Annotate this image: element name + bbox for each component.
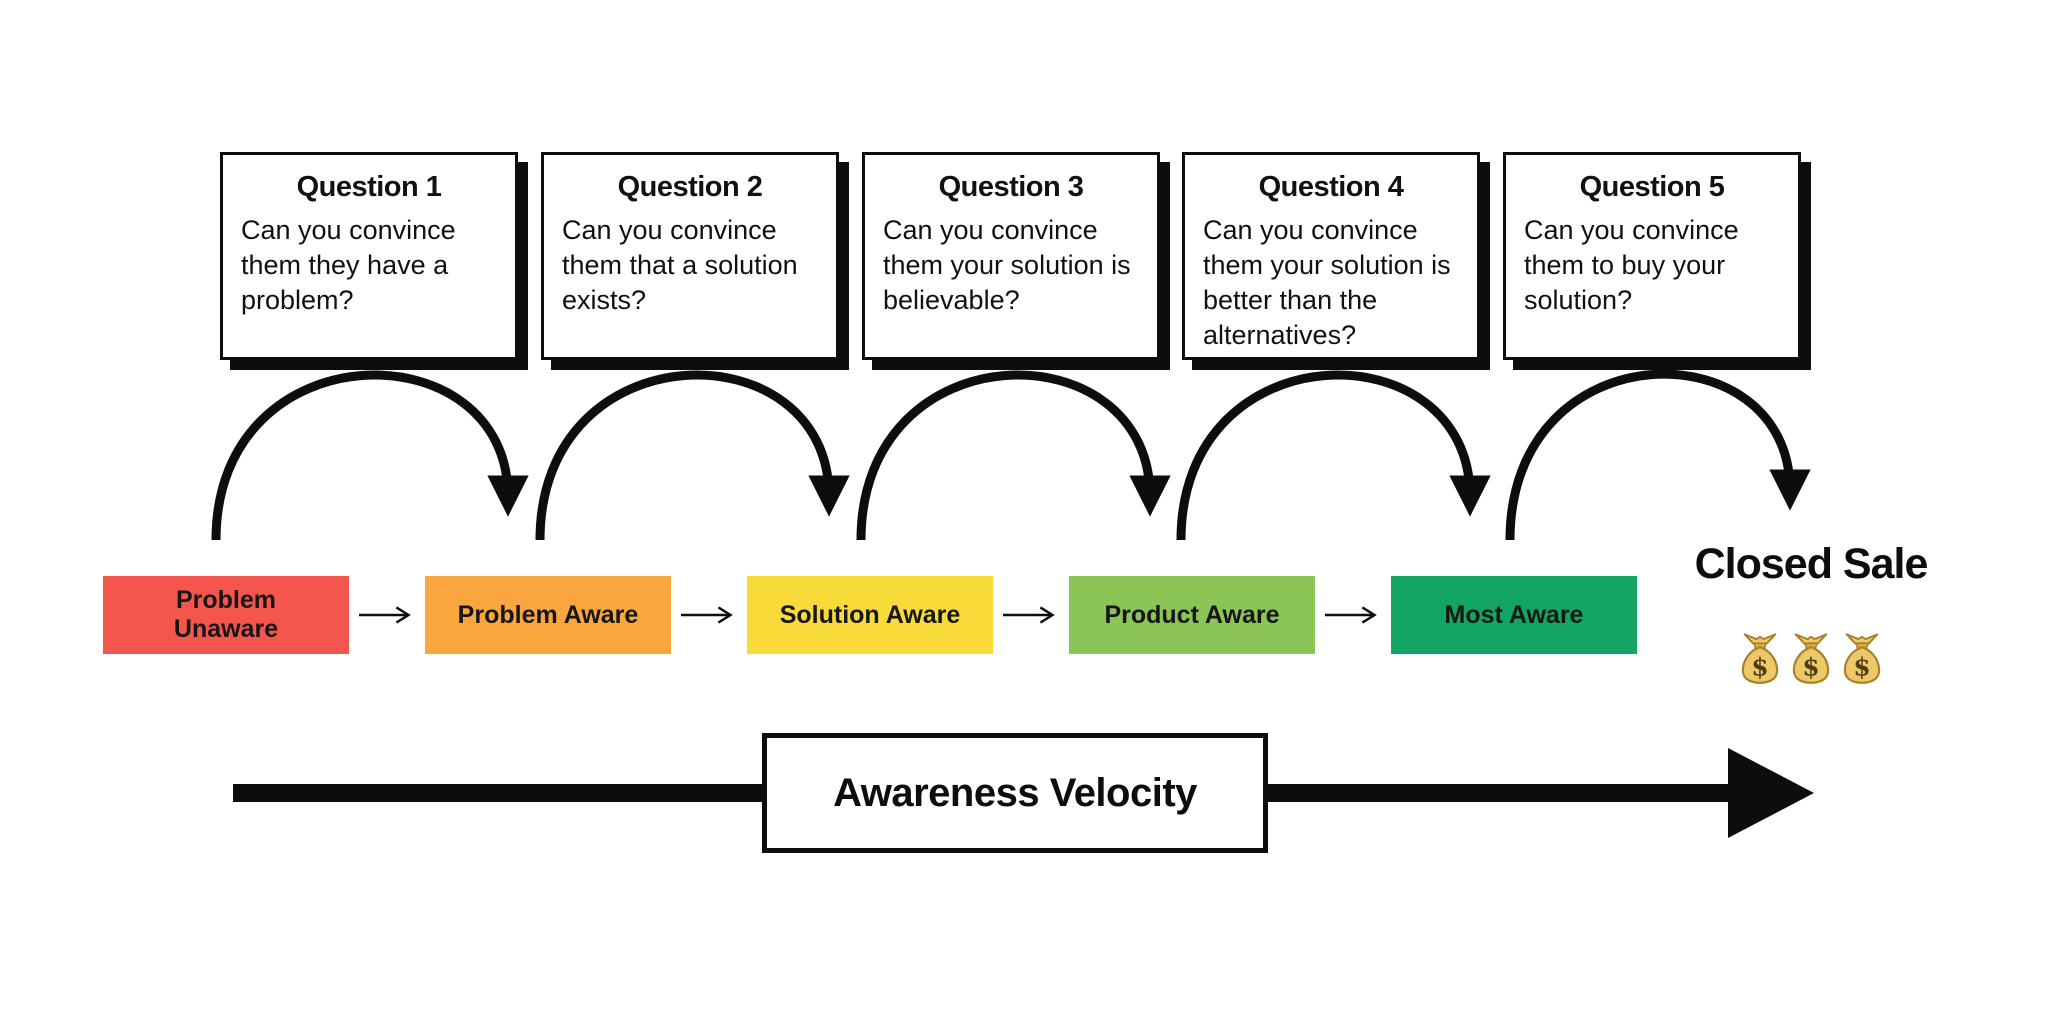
question-body: Can you convince them to buy your soluti…	[1524, 215, 1739, 316]
question-box-1: Question 1 Can you convince them they ha…	[220, 152, 518, 360]
stage-label: Problem Unaware	[173, 586, 279, 643]
question-title: Question 5	[1579, 171, 1725, 203]
svg-text:$: $	[1853, 653, 1870, 682]
hop-arrow-1	[211, 370, 529, 541]
money-bag-icon: $	[1843, 633, 1881, 684]
question-body: Can you convince them your solution is b…	[1203, 215, 1451, 351]
question-title: Question 1	[296, 171, 442, 203]
stage-most-aware: Most Aware	[1391, 576, 1637, 654]
awareness-velocity-box: Awareness Velocity	[762, 733, 1268, 853]
svg-text:$: $	[1802, 653, 1819, 682]
stage-label: Product Aware	[1104, 600, 1280, 629]
question-title: Question 4	[1258, 171, 1404, 203]
hop-arrow-2	[535, 370, 850, 541]
stage-solution-aware: Solution Aware	[747, 576, 993, 654]
question-box-5: Question 5 Can you convince them to buy …	[1503, 152, 1801, 360]
stage-label: Solution Aware	[779, 600, 961, 629]
stage-problem-unaware: Problem Unaware	[103, 576, 349, 654]
question-body: Can you convince them they have a proble…	[241, 215, 456, 316]
stage-label: Problem Aware	[457, 600, 639, 629]
svg-text:$: $	[1751, 653, 1768, 682]
closed-sale-label: Closed Sale	[1694, 540, 1929, 588]
question-body: Can you convince them that a solution ex…	[562, 215, 798, 316]
question-title: Question 2	[617, 171, 763, 203]
question-body: Can you convince them your solution is b…	[883, 215, 1131, 316]
question-box-2: Question 2 Can you convince them that a …	[541, 152, 839, 360]
stage-problem-aware: Problem Aware	[425, 576, 671, 654]
hop-arrow-3	[856, 370, 1171, 541]
awareness-velocity-label: Awareness Velocity	[833, 770, 1197, 815]
money-bag-icon: $	[1741, 633, 1779, 684]
question-box-3: Question 3 Can you convince them your so…	[862, 152, 1160, 360]
stage-product-aware: Product Aware	[1069, 576, 1315, 654]
stage-label: Most Aware	[1444, 600, 1584, 629]
velocity-arrow-head	[1728, 748, 1814, 838]
money-bags-row: $ $ $	[1650, 632, 1972, 684]
hop-arrow-4	[1176, 370, 1491, 541]
question-box-4: Question 4 Can you convince them your so…	[1182, 152, 1480, 360]
hop-arrow-5	[1505, 369, 1811, 541]
money-bag-icon: $	[1792, 633, 1830, 684]
question-title: Question 3	[938, 171, 1084, 203]
